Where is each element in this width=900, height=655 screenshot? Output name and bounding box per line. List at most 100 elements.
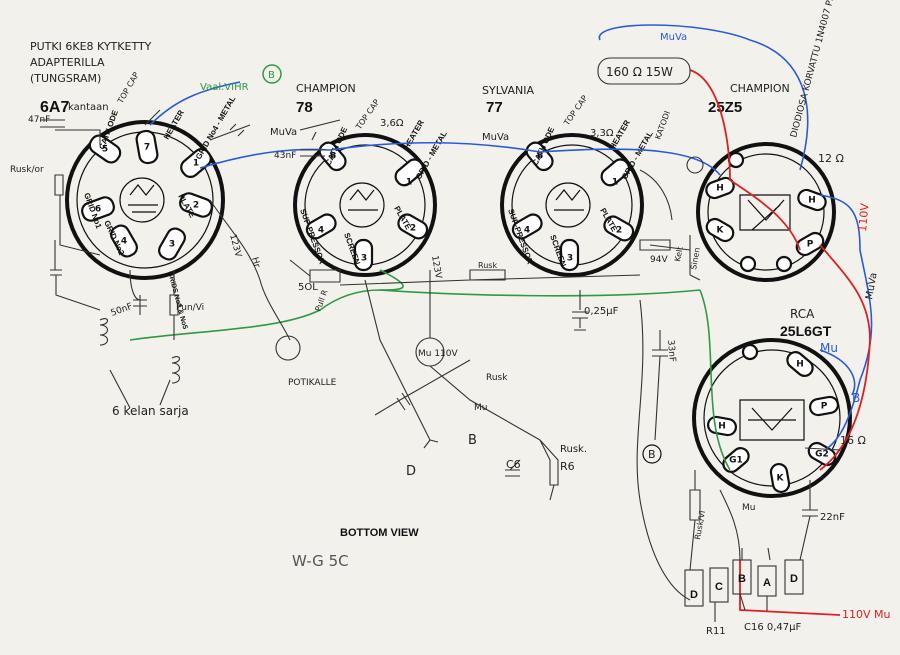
svg-text:4: 4: [524, 226, 530, 236]
svg-text:P: P: [807, 240, 814, 250]
cap-33nf: [652, 330, 668, 441]
label-123v-a: 123V: [227, 233, 243, 259]
terminal-d-right: [784, 559, 804, 595]
label-hr: Hr: [249, 256, 261, 269]
label-22nf: 22nF: [820, 512, 845, 523]
label-res-33: 3,3Ω: [590, 128, 614, 139]
label-94v: 94V: [650, 255, 668, 265]
label-muva-77: MuVa: [482, 132, 509, 143]
label-c6: C6: [506, 458, 521, 471]
svg-text:H: H: [716, 184, 724, 194]
tube-78: CHAMPION 78 TOP CAP 6 1 2 4 3 CATH ODE H…: [293, 82, 449, 277]
wire-blue-right: [819, 194, 873, 451]
svg-text:2: 2: [616, 226, 622, 236]
label-vaal-vihr: Vaal.VIHR: [200, 82, 249, 93]
header-note-line-2: ADAPTERILLA: [30, 56, 105, 69]
label-c16: C16 0,47μF: [744, 622, 802, 633]
wire-red-diode: [689, 69, 801, 251]
label-katodi: KATODI: [653, 110, 672, 141]
label-circle-b-mid: B: [468, 433, 477, 448]
label-b-blue: B: [852, 391, 860, 405]
cap-50nf: [129, 269, 147, 315]
res-rusk-or: [54, 174, 101, 256]
circle-b-mid: [642, 444, 662, 464]
label-rusk-vi: Rusk/Vi: [693, 510, 707, 540]
tube-78-pin-grid: GRID - METAL: [414, 130, 449, 181]
tube-25z5: CHAMPION 25Z5 H H K P: [696, 82, 836, 282]
tube-6a7: 6A7 kantaan TOP CAP 5 7 1 2 6 4 3 CATH O…: [40, 71, 237, 331]
tube-25l6gt-socket: [692, 338, 852, 498]
tube-77: SYLVANIA 77 TOP CAP 6 1 2 4 3 CATH ODE H…: [482, 84, 655, 277]
label-potikalle: POTIKALLE: [288, 378, 337, 388]
label-123v-b: 123V: [429, 255, 443, 281]
wire-blue-heater: [199, 141, 721, 176]
label-muva-right: MuVa: [864, 272, 880, 301]
label-rusk2: Rusk: [486, 373, 508, 383]
tube-6a7-pin-grid4: GRID No4 - METAL: [194, 95, 238, 161]
label-circle-d: D: [406, 464, 416, 479]
label-circle-b-top: B: [268, 70, 275, 81]
tube-6a7-note: kantaan: [68, 102, 109, 113]
tube-25l6gt-type: 25L6GT: [780, 323, 832, 339]
label-muva-top: MuVa: [660, 32, 687, 43]
svg-text:3: 3: [361, 254, 367, 264]
svg-text:K: K: [717, 226, 725, 236]
cap-c6: [505, 459, 521, 477]
tube-25z5-maker: CHAMPION: [730, 82, 790, 95]
label-43nf: 43nF: [274, 151, 296, 161]
svg-text:G1: G1: [729, 456, 743, 466]
res-puvi: [169, 270, 179, 340]
svg-text:4: 4: [318, 226, 324, 236]
tube-78-maker: CHAMPION: [296, 82, 356, 95]
res-160-box: [597, 57, 691, 85]
label-res-12: 12 Ω: [818, 152, 844, 165]
wire-green-1: [129, 289, 701, 341]
svg-text:3: 3: [169, 240, 175, 250]
svg-text:A: A: [763, 577, 771, 589]
label-r11: R11: [706, 626, 726, 637]
wire-red-bottom: [739, 560, 841, 616]
tube-77-maker: SYLVANIA: [482, 84, 534, 97]
label-025uf: 0,25μF: [584, 306, 619, 317]
label-kelan-sarja: 6 kelan sarja: [112, 404, 189, 418]
label-47nf: 47nF: [28, 115, 50, 125]
tube-25l6gt: RCA 25L6GT H P G2 K G1 H: [692, 307, 852, 498]
svg-text:1: 1: [406, 178, 412, 188]
svg-text:G2: G2: [815, 450, 829, 460]
tube-77-topcap: TOP CAP: [562, 94, 590, 128]
svg-text:1: 1: [612, 178, 618, 188]
tube-6a7-socket: [65, 120, 225, 280]
cap-025: [572, 290, 588, 331]
svg-text:6: 6: [330, 152, 336, 162]
tube-6a7-key: [119, 177, 165, 223]
label-mu-blue: Mu: [820, 341, 838, 355]
svg-text:6: 6: [95, 205, 101, 215]
label-res-160: 160 Ω 15W: [606, 65, 673, 79]
label-mu-bottom: Mu: [742, 503, 755, 513]
svg-text:K: K: [777, 474, 785, 484]
svg-text:D: D: [690, 589, 698, 601]
cap-lower: [374, 359, 471, 416]
svg-text:2: 2: [193, 201, 199, 211]
svg-text:6: 6: [537, 152, 543, 162]
svg-text:H: H: [718, 422, 726, 432]
label-5ol: 5OL: [298, 282, 318, 293]
coil-2: [171, 356, 181, 384]
terminal-strip: D C B A D: [684, 547, 804, 622]
svg-text:1: 1: [193, 159, 199, 169]
tube-6a7-topcap: TOP CAP: [115, 71, 141, 106]
svg-text:2: 2: [410, 224, 416, 234]
label-mu: Mu: [474, 403, 487, 413]
label-33nf: 33nF: [665, 339, 677, 362]
label-diodi: DIODIOSA KORVATTU 1N4007 PII-DIODEILLA: [789, 0, 850, 139]
wire-blue-gridcap: [149, 81, 241, 126]
coil-1: [99, 318, 109, 346]
wire-blue-mu: [819, 349, 856, 396]
res-r6: [539, 439, 559, 501]
svg-text:P: P: [821, 402, 828, 412]
svg-text:3: 3: [567, 254, 573, 264]
tube-78-pin-heater: HEATER: [402, 118, 426, 151]
label-puvi: Pun/Vi: [176, 303, 204, 313]
